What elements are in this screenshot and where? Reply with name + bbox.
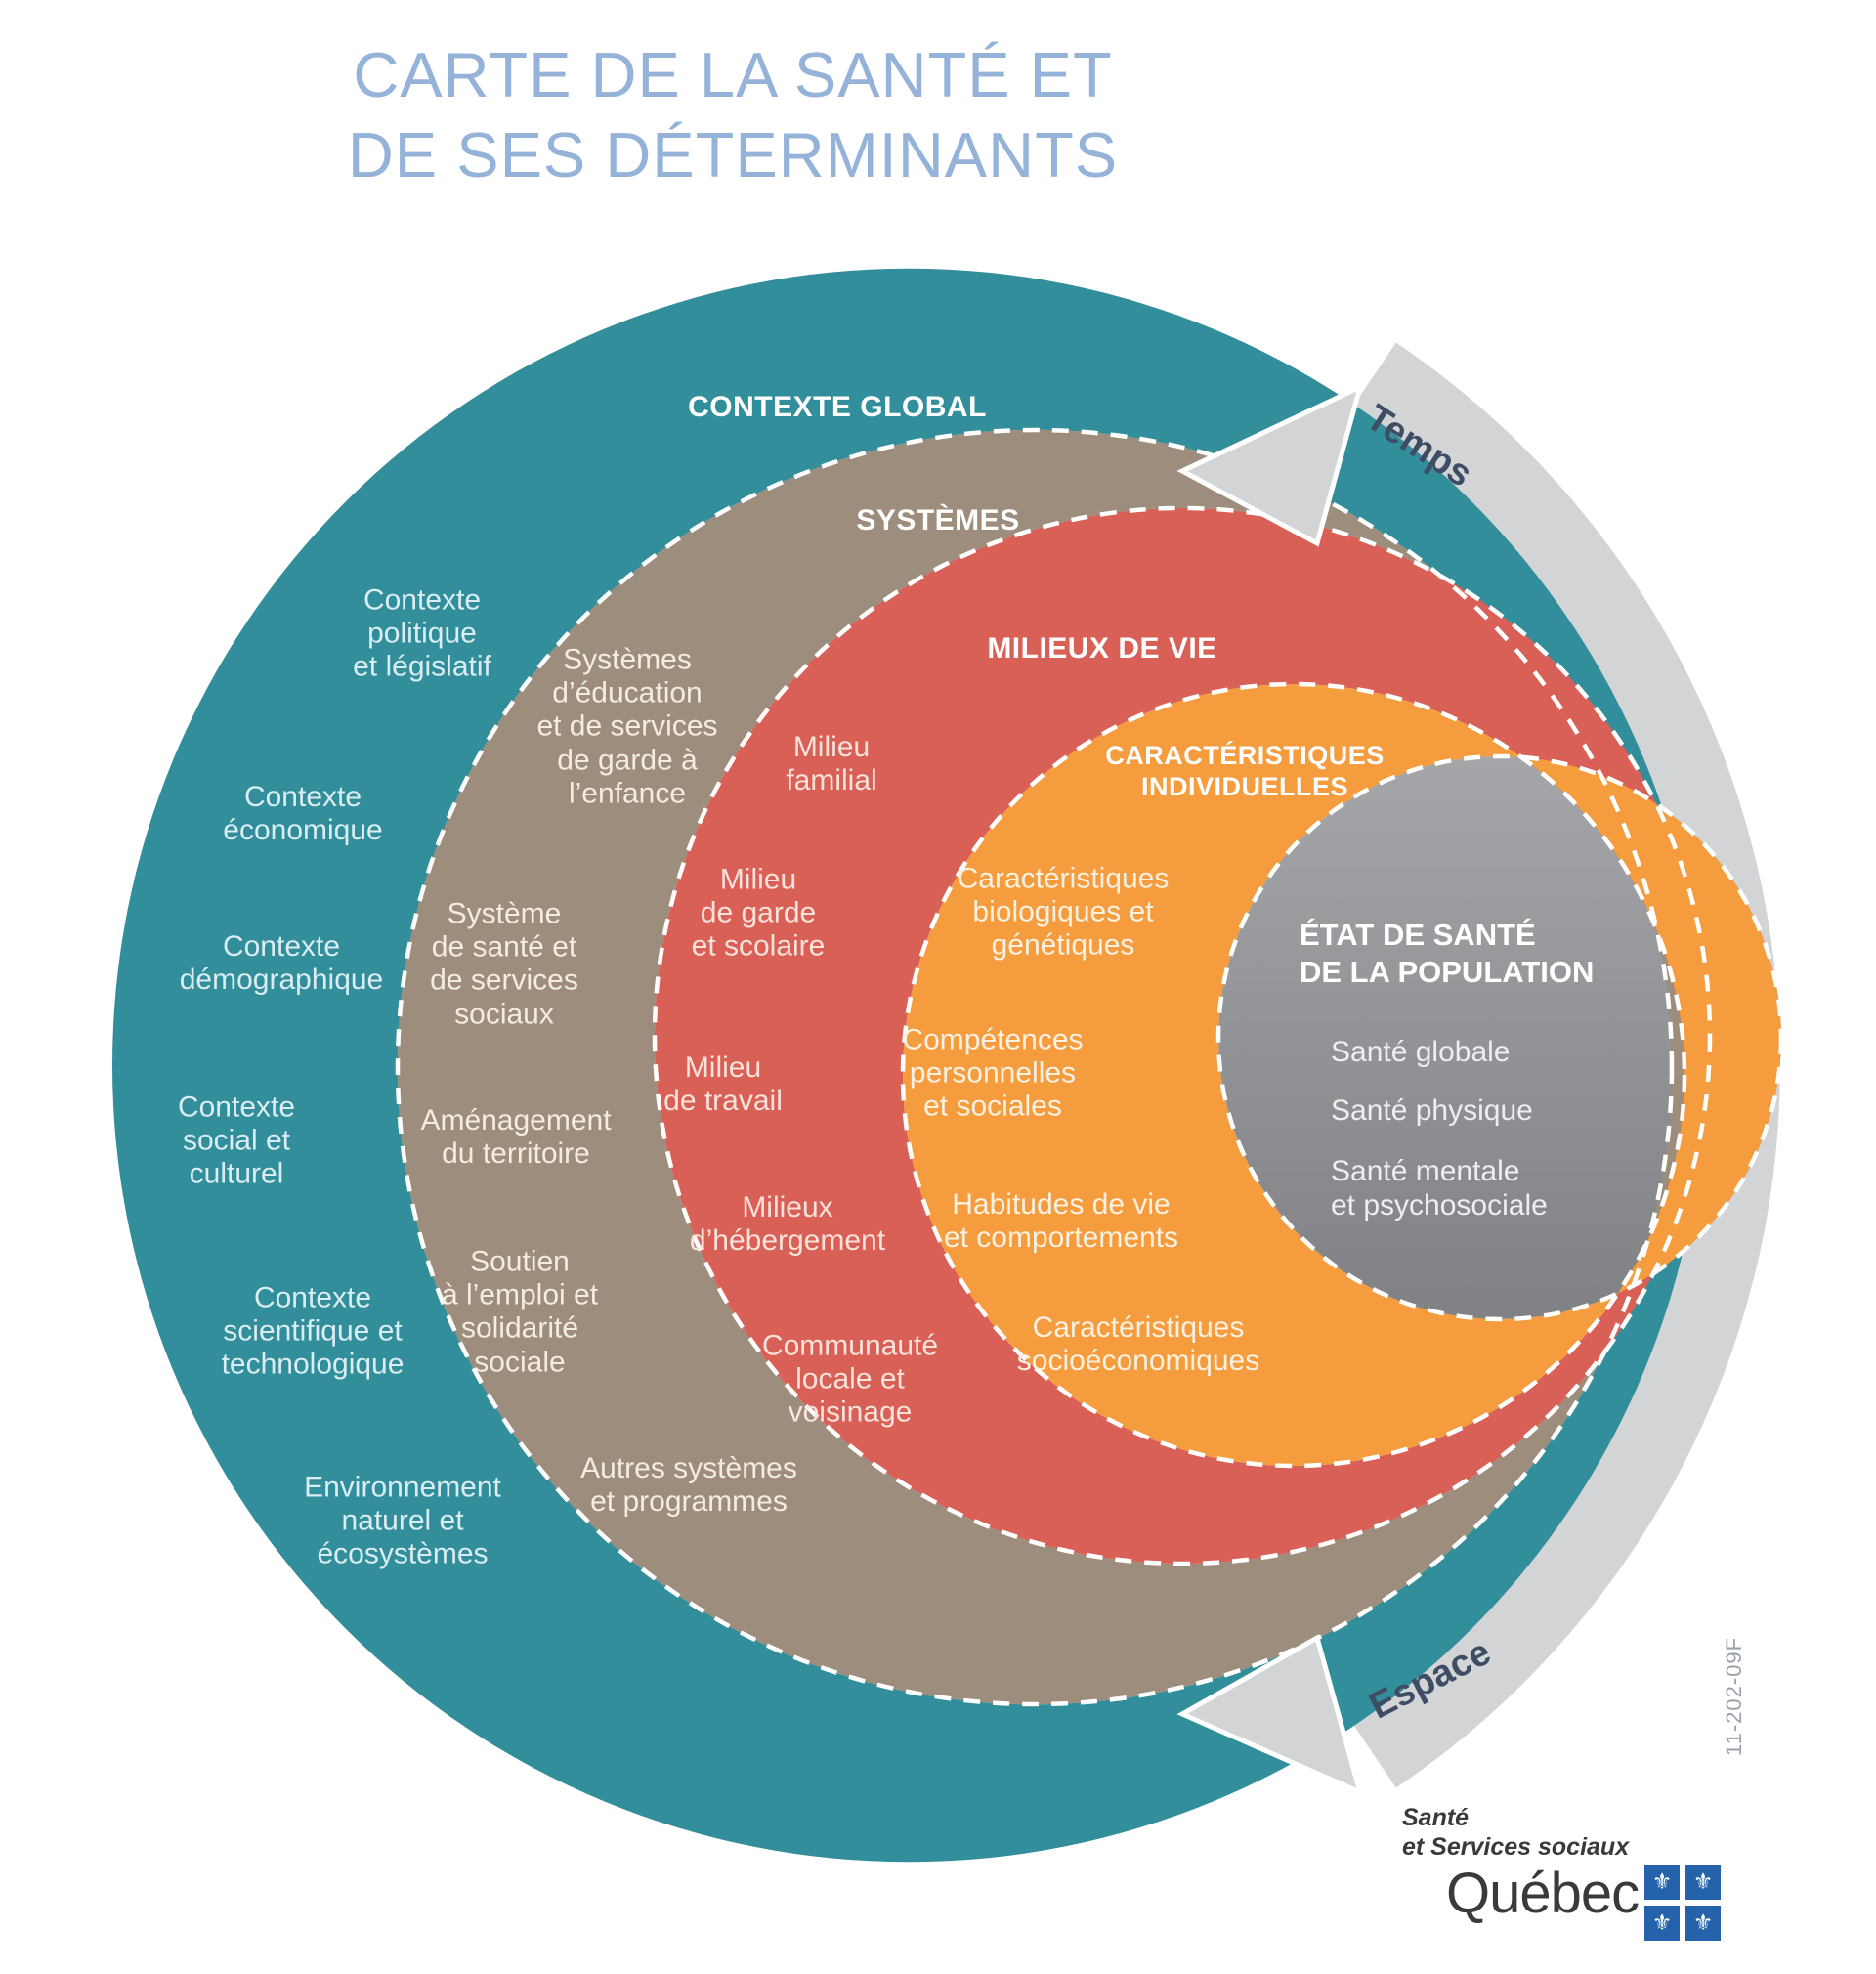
label-contexte-scientifique: Contexte scientifique et technologique bbox=[221, 1281, 405, 1382]
ring-header-contexte-global: CONTEXTE GLOBAL bbox=[688, 390, 987, 423]
label-contexte-social: Contexte social et culturel bbox=[177, 1091, 296, 1191]
espace-arrowhead bbox=[1176, 1634, 1364, 1797]
label-systeme-sante: Système de santé et de services sociaux bbox=[430, 897, 578, 1031]
label-sante-globale: Santé globale bbox=[1331, 1036, 1511, 1068]
time-space-arrow-band bbox=[1349, 342, 1780, 1788]
label-caracteristiques-socioeconomiques: Caractéristiques socioéconomiques bbox=[1016, 1310, 1260, 1377]
label-contexte-economique: Contexte économique bbox=[223, 780, 383, 846]
page-title: CARTE DE LA SANTÉ ET DE SES DÉTERMINANTS bbox=[347, 39, 1119, 191]
label-competences-personnelles: Compétences personnelles et sociales bbox=[902, 1023, 1084, 1124]
quebec-logo: Santé et Services sociaux Québec bbox=[1402, 1804, 1640, 1925]
label-communaute-locale: Communauté locale et voisinage bbox=[761, 1329, 939, 1430]
fleur-de-lis-icon: ⚜ bbox=[1644, 1906, 1680, 1941]
systemes-dashed-border bbox=[395, 427, 1675, 1707]
label-milieux-hebergement: Milieux d’hébergement bbox=[689, 1190, 886, 1257]
ring-header-caracteristiques: CARACTÉRISTIQUES INDIVIDUELLES bbox=[1105, 741, 1385, 801]
fleur-de-lis-icon: ⚜ bbox=[1644, 1865, 1680, 1900]
ring-header-etat-sante: ÉTAT DE SANTÉ DE LA POPULATION bbox=[1300, 918, 1595, 989]
temps-arrowhead bbox=[1176, 382, 1364, 547]
label-contexte-politique: Contexte politique et législatif bbox=[353, 583, 491, 684]
fleur-de-lis-icon: ⚜ bbox=[1685, 1865, 1721, 1900]
label-habitudes-de-vie: Habitudes de vie et comportements bbox=[943, 1187, 1179, 1254]
milieux-de-vie-ring bbox=[655, 508, 1710, 1564]
label-amenagement-territoire: Aménagement du territoire bbox=[420, 1103, 612, 1170]
label-autres-systemes: Autres systèmes et programmes bbox=[580, 1451, 797, 1518]
contexte-global-ring bbox=[111, 268, 1705, 1863]
fleur-de-lis-icon: ⚜ bbox=[1685, 1906, 1721, 1941]
ring-header-milieux-de-vie: MILIEUX DE VIE bbox=[987, 631, 1217, 665]
logo-department-name: Santé et Services sociaux bbox=[1402, 1804, 1630, 1861]
logo-wordmark: Québec bbox=[1446, 1862, 1640, 1925]
document-code: 11-202-09F bbox=[1722, 1636, 1746, 1756]
quebec-flag-icon: ⚜ ⚜ ⚜ ⚜ bbox=[1644, 1865, 1721, 1941]
label-soutien-emploi: Soutien à l’emploi et solidarité sociale bbox=[441, 1245, 599, 1379]
etat-dashed-border bbox=[1215, 753, 1784, 1322]
label-contexte-demographique: Contexte démographique bbox=[179, 929, 384, 996]
caracteristiques-dashed-border bbox=[900, 681, 1687, 1469]
milieux-dashed-border bbox=[652, 505, 1713, 1566]
label-environnement-naturel: Environnement naturel et écosystèmes bbox=[304, 1471, 501, 1571]
label-sante-physique: Santé physique bbox=[1331, 1094, 1533, 1127]
ring-header-systemes: SYSTÈMES bbox=[856, 503, 1020, 536]
label-milieu-familial: Milieu familial bbox=[786, 730, 877, 796]
label-milieu-travail: Milieu de travail bbox=[663, 1051, 783, 1117]
label-milieu-garde-scolaire: Milieu de garde et scolaire bbox=[691, 863, 826, 964]
label-caracteristiques-biologiques: Caractéristiques biologiques et génétiqu… bbox=[957, 862, 1170, 963]
label-sante-mentale: Santé mentale et psychosociale bbox=[1331, 1155, 1548, 1222]
caracteristiques-ring bbox=[903, 684, 1781, 1466]
systemes-ring bbox=[397, 429, 1711, 1705]
label-systemes-education: Systèmes d’éducation et de services de g… bbox=[536, 643, 718, 810]
